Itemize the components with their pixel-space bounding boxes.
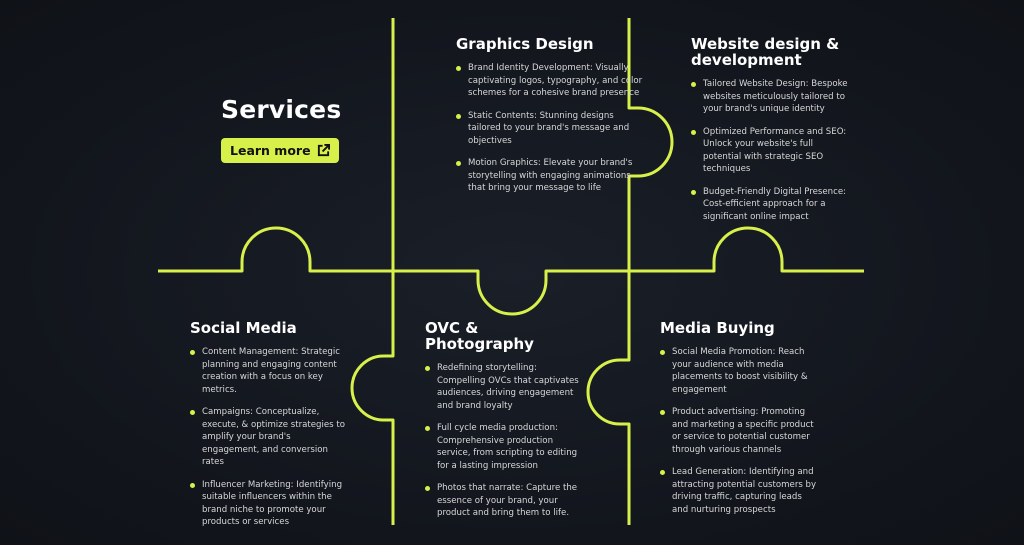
- list-item: Budget-Friendly Digital Presence: Cost-e…: [691, 186, 851, 224]
- section-title: Website design & development: [691, 35, 840, 69]
- section-social-media: Social Media Content Management: Strateg…: [190, 320, 350, 539]
- learn-more-button[interactable]: Learn more: [221, 138, 339, 163]
- section-title: Media Buying: [660, 319, 775, 337]
- section-title: Social Media: [190, 319, 297, 337]
- list-item: Influencer Marketing: Identifying suitab…: [190, 479, 350, 529]
- list-item: Motion Graphics: Elevate your brand's st…: [456, 157, 646, 195]
- list-item: Redefining storytelling: Compelling OVCs…: [425, 362, 585, 412]
- section-graphics-design: Graphics Design Brand Identity Developme…: [456, 36, 646, 205]
- hero: Services Learn more: [221, 95, 341, 163]
- list-item: Photos that narrate: Capture the essence…: [425, 482, 585, 520]
- list-item: Product advertising: Promoting and marke…: [660, 406, 820, 456]
- list-item: Social Media Promotion: Reach your audie…: [660, 346, 820, 396]
- section-title: OVC & Photography: [425, 319, 534, 353]
- list-item: Brand Identity Development: Visually cap…: [456, 62, 646, 100]
- page-title: Services: [221, 95, 342, 124]
- section-title: Graphics Design: [456, 35, 594, 53]
- external-link-icon: [317, 144, 330, 157]
- list-item: Optimized Performance and SEO: Unlock yo…: [691, 126, 851, 176]
- list-item: Lead Generation: Identifying and attract…: [660, 466, 820, 516]
- section-website-design: Website design & development Tailored We…: [691, 36, 851, 233]
- list-item: Content Management: Strategic planning a…: [190, 346, 350, 396]
- learn-more-label: Learn more: [230, 143, 311, 158]
- left-vertical-puzzle-line: [350, 18, 395, 525]
- section-ovc-photography: OVC & Photography Redefining storytellin…: [425, 320, 585, 530]
- list-item: Campaigns: Conceptualize, execute, & opt…: [190, 406, 350, 469]
- section-media-buying: Media Buying Social Media Promotion: Rea…: [660, 320, 820, 526]
- horizontal-puzzle-line: [158, 226, 864, 316]
- right-vertical-puzzle-line: [586, 18, 674, 525]
- list-item: Full cycle media production: Comprehensi…: [425, 422, 585, 472]
- list-item: Tailored Website Design: Bespoke website…: [691, 78, 851, 116]
- list-item: Static Contents: Stunning designs tailor…: [456, 110, 646, 148]
